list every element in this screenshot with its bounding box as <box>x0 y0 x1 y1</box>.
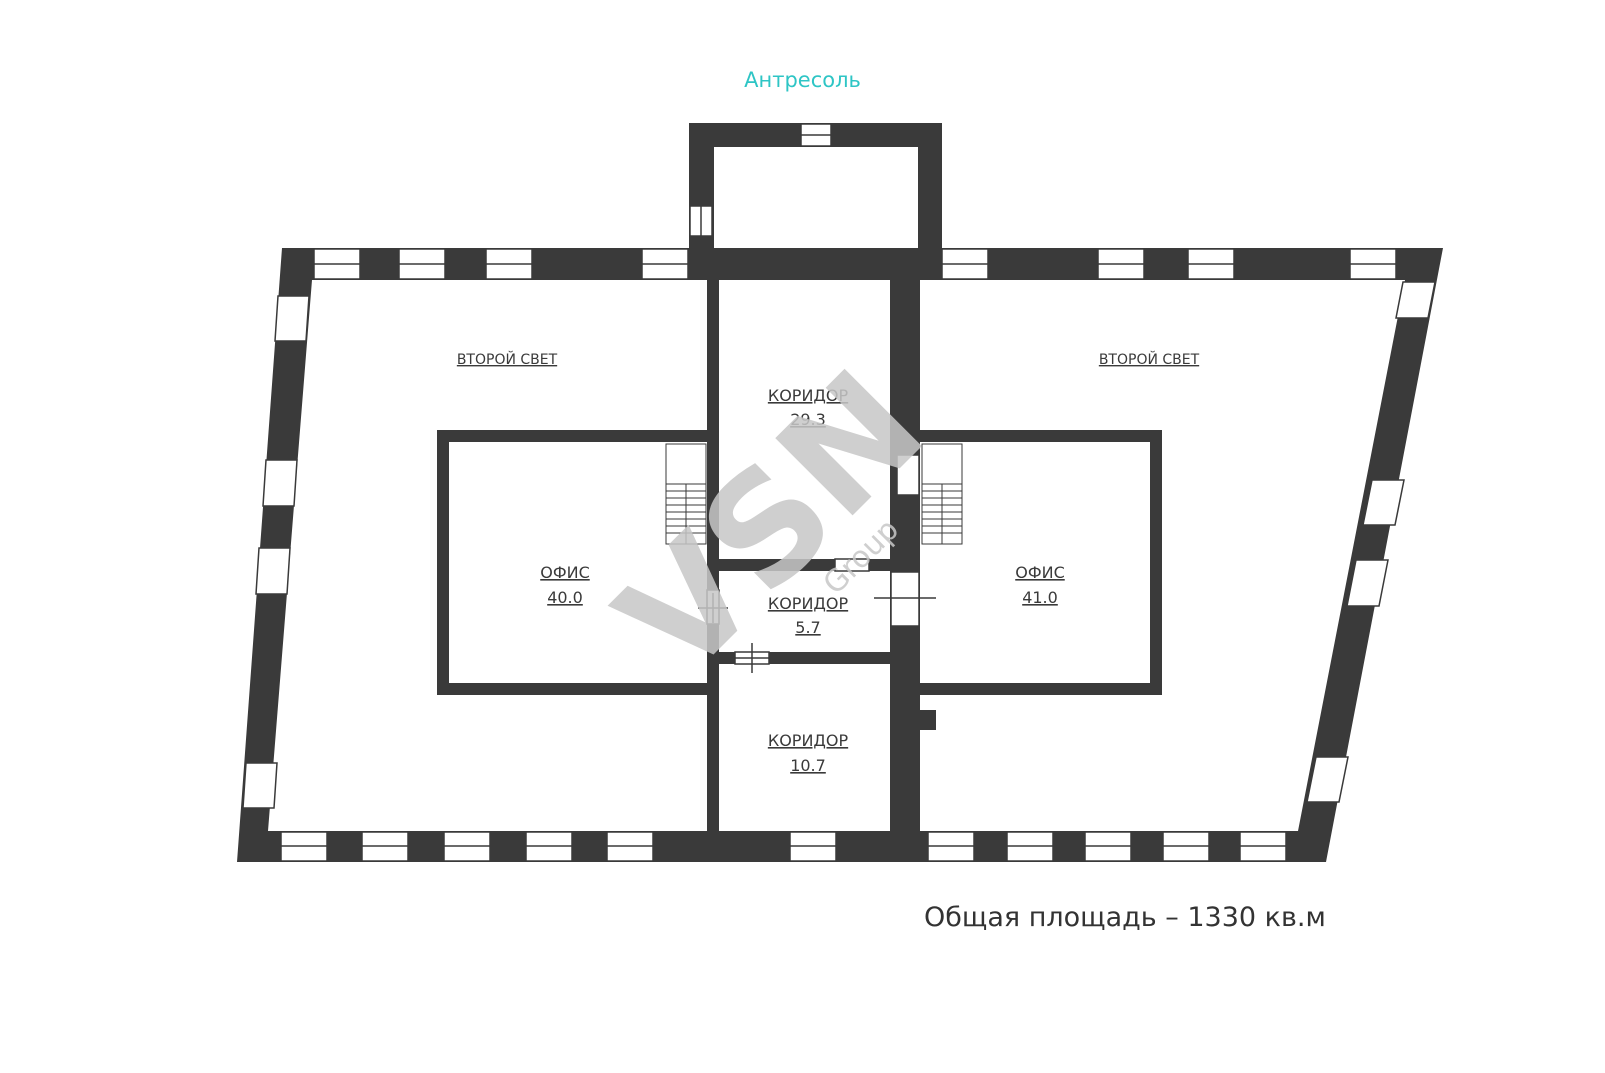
windows-top <box>313 123 1397 280</box>
room-label-corridor-3: КОРИДОР <box>768 731 849 750</box>
room-area-office-left: 40.0 <box>547 588 583 607</box>
room-area-corridor-1: 29.3 <box>790 410 826 429</box>
stairs-right <box>921 443 963 545</box>
windows-right <box>1306 281 1436 803</box>
room-area-office-right: 41.0 <box>1022 588 1058 607</box>
corridor-wall-left <box>707 280 719 831</box>
total-area: Общая площадь – 1330 кв.м <box>924 902 1326 933</box>
door-swing-marks <box>698 593 936 673</box>
wall-stub <box>920 710 936 730</box>
room-area-corridor-2: 5.7 <box>795 618 820 637</box>
corridor-wall-right <box>890 280 920 831</box>
room-label-office-right: ОФИС <box>1015 563 1065 582</box>
stairs-left <box>665 443 707 545</box>
floor-title: Антресоль <box>744 68 861 92</box>
room-label-corridor-2: КОРИДОР <box>768 594 849 613</box>
windows-left <box>242 295 310 809</box>
room-label-office-left: ОФИС <box>540 563 590 582</box>
windows-bottom <box>280 831 1287 862</box>
room-area-corridor-3: 10.7 <box>790 756 826 775</box>
annex-floor-band <box>714 248 918 280</box>
room-label-second-light-left: ВТОРОЙ СВЕТ <box>457 350 558 368</box>
room-label-second-light-right: ВТОРОЙ СВЕТ <box>1099 350 1200 368</box>
doors <box>706 454 920 665</box>
room-label-corridor-1: КОРИДОР <box>768 386 849 405</box>
